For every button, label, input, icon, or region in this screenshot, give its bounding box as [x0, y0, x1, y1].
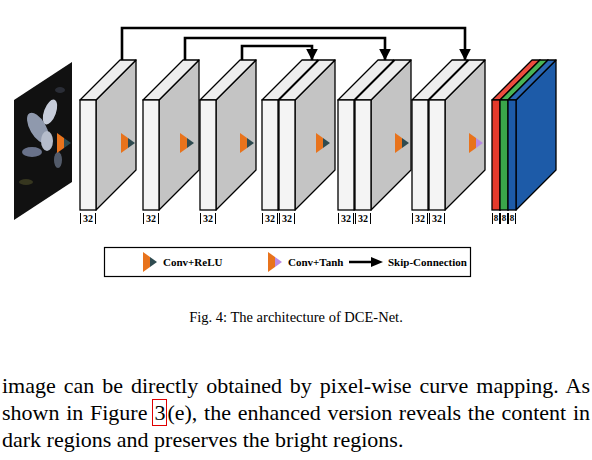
- curve-map-slab: 8: [508, 60, 556, 234]
- channel-count: 32: [429, 213, 445, 224]
- slab-front-face: [143, 100, 159, 210]
- slab-front-face: [355, 100, 371, 210]
- image-leaf: [55, 87, 65, 93]
- conv-tanh-symbol: [469, 133, 483, 153]
- channel-count: 32: [355, 213, 371, 224]
- slab-top-face: [143, 60, 199, 100]
- slab-front-face: [500, 100, 508, 210]
- slab-front-face: [262, 100, 278, 210]
- image-petal: [40, 98, 60, 127]
- slab-shape: [508, 60, 556, 210]
- figure-reference: 3: [152, 399, 167, 426]
- channel-count: 32: [412, 213, 428, 224]
- conv-relu-symbol: [316, 133, 330, 153]
- legend-entry: Skip-Connection: [349, 252, 467, 272]
- legend-entry: Conv+Tanh: [267, 252, 343, 272]
- conv-relu-symbol: [121, 133, 135, 153]
- legend-entry: Conv+ReLU: [142, 252, 222, 272]
- conv-relu-symbol: [395, 133, 409, 153]
- slab-shape: [200, 60, 256, 210]
- slab-top-face: [429, 60, 485, 100]
- feature-map-slab: 32: [143, 60, 199, 234]
- feature-map-slab: 32: [80, 60, 136, 234]
- image-background: [14, 60, 72, 222]
- slab-shape: [429, 60, 485, 210]
- channel-count: 8: [492, 213, 500, 224]
- slab-front-face: [412, 100, 428, 210]
- channel-count: 32: [262, 213, 278, 224]
- channel-count: 8: [500, 213, 508, 224]
- channel-count: 8: [508, 213, 516, 224]
- slab-front-face: [508, 100, 516, 210]
- slab-side-face: [516, 60, 556, 210]
- image-petal: [23, 109, 54, 146]
- slab-front-face: [200, 100, 216, 210]
- skip-connection: [242, 46, 312, 60]
- body-paragraph: image can be directly obtained by pixel-…: [2, 372, 590, 453]
- conv-relu-symbol: [240, 133, 254, 153]
- feature-map-slab: 32: [429, 60, 485, 234]
- channel-count: 32: [279, 213, 295, 224]
- slab-shape: [80, 60, 136, 210]
- channel-count: 32: [338, 213, 354, 224]
- legend-label: Conv+Tanh: [288, 256, 343, 268]
- slab-shape: [279, 60, 335, 210]
- slab-top-face: [279, 60, 335, 100]
- skip-connection: [122, 28, 465, 60]
- legend-box: [105, 248, 471, 277]
- slab-top-face: [355, 60, 411, 100]
- slab-front-face: [338, 100, 354, 210]
- skip-connection: [185, 38, 385, 60]
- legend-conv-relu-swatch: [142, 252, 158, 272]
- legend-label: Conv+ReLU: [163, 256, 222, 268]
- legend-conv-tanh-swatch: [267, 252, 283, 272]
- legend-arrow-swatch: [349, 256, 383, 268]
- legend-label: Skip-Connection: [388, 256, 467, 268]
- slab-shape: [143, 60, 199, 210]
- slab-front-face: [279, 100, 295, 210]
- image-petal: [54, 152, 62, 168]
- channel-count: 32: [200, 213, 216, 224]
- image-leaf: [19, 179, 33, 185]
- slab-top-face: [200, 60, 256, 100]
- slab-front-face: [429, 100, 445, 210]
- input-low-light-image: [14, 60, 72, 222]
- figure-caption: Fig. 4: The architecture of DCE-Net.: [0, 309, 592, 326]
- feature-map-slab: 32: [200, 60, 256, 234]
- feature-map-slab: 32: [279, 60, 335, 234]
- channel-count: 32: [143, 213, 159, 224]
- slab-front-face: [492, 100, 500, 210]
- conv-relu-symbol: [57, 133, 71, 153]
- slab-front-face: [80, 100, 96, 210]
- slab-shape: [355, 60, 411, 210]
- conv-relu-symbol: [180, 133, 194, 153]
- caption-holder: Fig. 4: The architecture of DCE-Net.: [0, 309, 592, 326]
- image-petal: [22, 147, 42, 157]
- feature-map-slab: 32: [355, 60, 411, 234]
- slab-top-face: [508, 60, 556, 100]
- image-petal: [41, 131, 53, 151]
- slab-top-face: [80, 60, 136, 100]
- channel-count: 32: [80, 213, 96, 224]
